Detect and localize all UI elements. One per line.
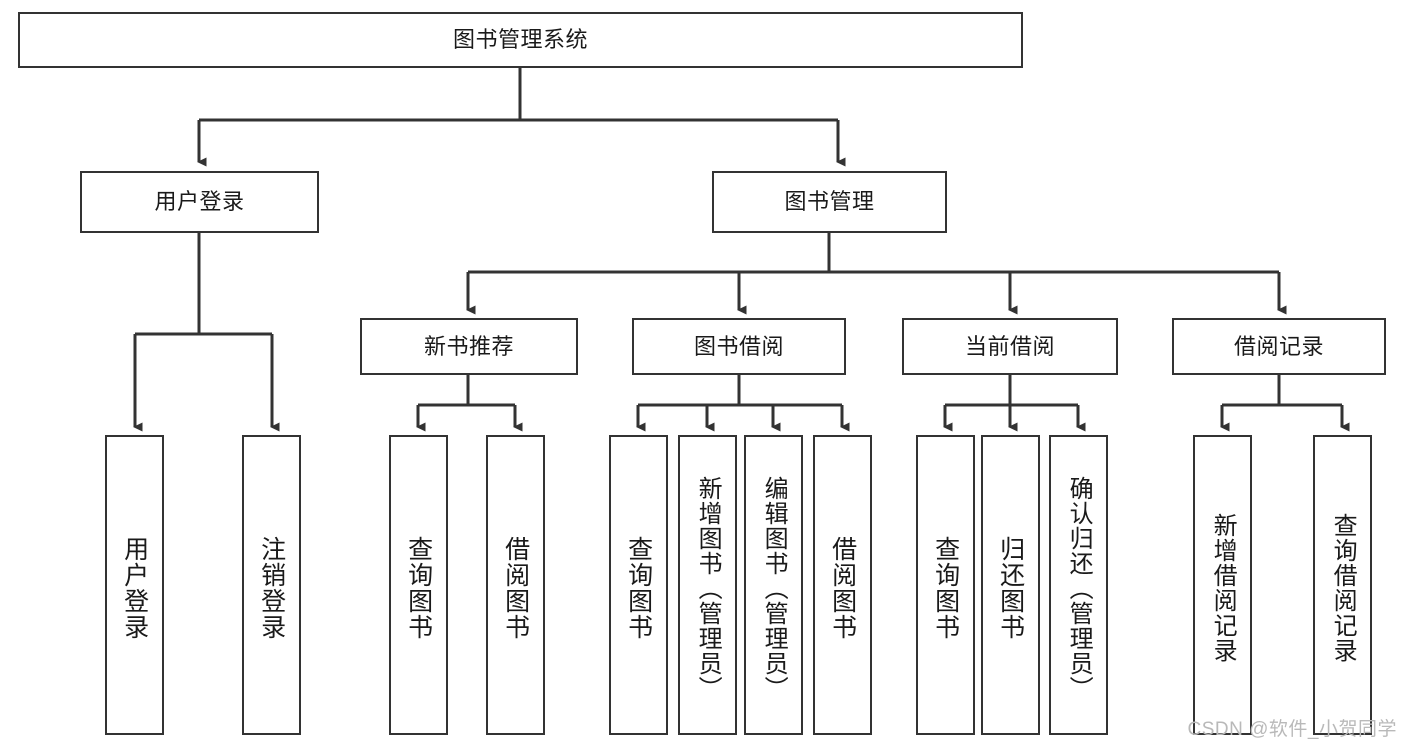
node-label: 查询图书 [931,536,960,640]
leaf-confirm-return-admin[interactable]: 确认归还（管理员） [1049,435,1108,735]
node-label: 编辑图书（管理员） [760,475,788,701]
leaf-query-book-current[interactable]: 查询图书 [916,435,975,735]
node-borrow-record[interactable]: 借阅记录 [1172,318,1386,375]
leaf-borrow-book-borrow[interactable]: 借阅图书 [813,435,872,735]
node-label: 借阅图书 [828,536,857,640]
node-book-borrow[interactable]: 图书借阅 [632,318,846,375]
leaf-logout[interactable]: 注销登录 [242,435,301,735]
node-label: 用户登录 [154,189,245,215]
node-label: 新增图书（管理员） [694,475,722,701]
node-label: 查询图书 [404,536,433,640]
node-label: 查询借阅记录 [1329,513,1357,663]
leaf-return-book[interactable]: 归还图书 [981,435,1040,735]
node-current-borrow[interactable]: 当前借阅 [902,318,1118,375]
node-label: 图书管理系统 [452,27,588,53]
node-label: 确认归还（管理员） [1065,475,1093,701]
node-label: 图书借阅 [693,333,784,359]
leaf-user-login[interactable]: 用户登录 [105,435,164,735]
node-new-book-recommend[interactable]: 新书推荐 [360,318,578,375]
node-label: 用户登录 [120,536,149,640]
node-label: 新书推荐 [423,333,514,359]
node-user-login[interactable]: 用户登录 [80,171,319,233]
node-book-management[interactable]: 图书管理 [712,171,947,233]
node-label: 归还图书 [996,536,1025,640]
leaf-borrow-book-newbook[interactable]: 借阅图书 [486,435,545,735]
leaf-add-borrow-record[interactable]: 新增借阅记录 [1193,435,1252,735]
leaf-query-borrow-record[interactable]: 查询借阅记录 [1313,435,1372,735]
node-label: 新增借阅记录 [1209,513,1237,663]
node-label: 当前借阅 [964,333,1055,359]
node-label: 图书管理 [784,189,875,215]
leaf-query-book-newbook[interactable]: 查询图书 [389,435,448,735]
node-label: 注销登录 [257,536,286,640]
leaf-query-book-borrow[interactable]: 查询图书 [609,435,668,735]
node-label: 借阅记录 [1233,333,1324,359]
node-label: 查询图书 [624,536,653,640]
node-label: 借阅图书 [501,536,530,640]
leaf-edit-book-admin[interactable]: 编辑图书（管理员） [744,435,803,735]
node-root-system[interactable]: 图书管理系统 [18,12,1023,68]
leaf-add-book-admin[interactable]: 新增图书（管理员） [678,435,737,735]
